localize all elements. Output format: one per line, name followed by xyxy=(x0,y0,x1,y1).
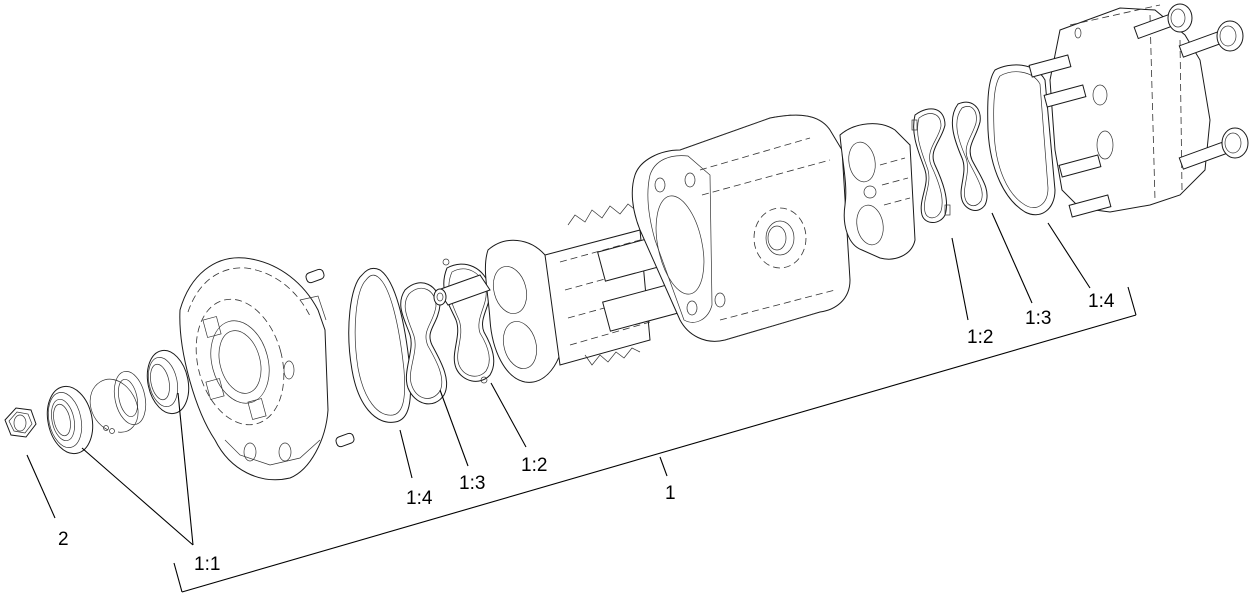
o-ring-seal-rear xyxy=(987,64,1056,216)
studs xyxy=(1028,54,1112,218)
callout-1-3-right: 1:3 xyxy=(1025,308,1051,329)
shaft-seal xyxy=(46,385,94,455)
callout-1-1: 1:1 xyxy=(194,554,220,575)
dowel-pins xyxy=(305,268,355,448)
o-ring-seal-front xyxy=(348,267,412,423)
snap-ring xyxy=(89,378,139,434)
bushing-block-front xyxy=(433,239,566,383)
bolt-top-left xyxy=(1133,3,1193,40)
bushing-block-rear xyxy=(839,123,916,260)
assembly-bracket xyxy=(173,286,1137,593)
bolt-bottom-right xyxy=(1178,127,1249,170)
rear-cover-with-bolts xyxy=(1028,3,1249,218)
backup-ring-rear xyxy=(911,108,951,223)
pump-body xyxy=(631,114,851,342)
leader-lines xyxy=(26,212,1091,546)
bolt-top-right xyxy=(1178,20,1244,58)
hex-nut xyxy=(4,407,37,438)
callout-1: 1 xyxy=(665,483,676,504)
callout-1-4-right: 1:4 xyxy=(1088,291,1115,312)
washer xyxy=(113,371,147,425)
callout-1-2-left: 1:2 xyxy=(521,455,547,476)
callout-1-3-left: 1:3 xyxy=(459,473,485,494)
callout-1-4-left: 1:4 xyxy=(406,488,433,509)
front-flange-cover xyxy=(179,257,329,481)
callout-labels: 2 1:1 1:4 1:3 1:2 1 1:2 1:3 1:4 xyxy=(58,291,1115,575)
callout-1-2-right: 1:2 xyxy=(967,327,993,348)
gasket-rear xyxy=(951,101,988,211)
callout-2: 2 xyxy=(58,529,69,550)
